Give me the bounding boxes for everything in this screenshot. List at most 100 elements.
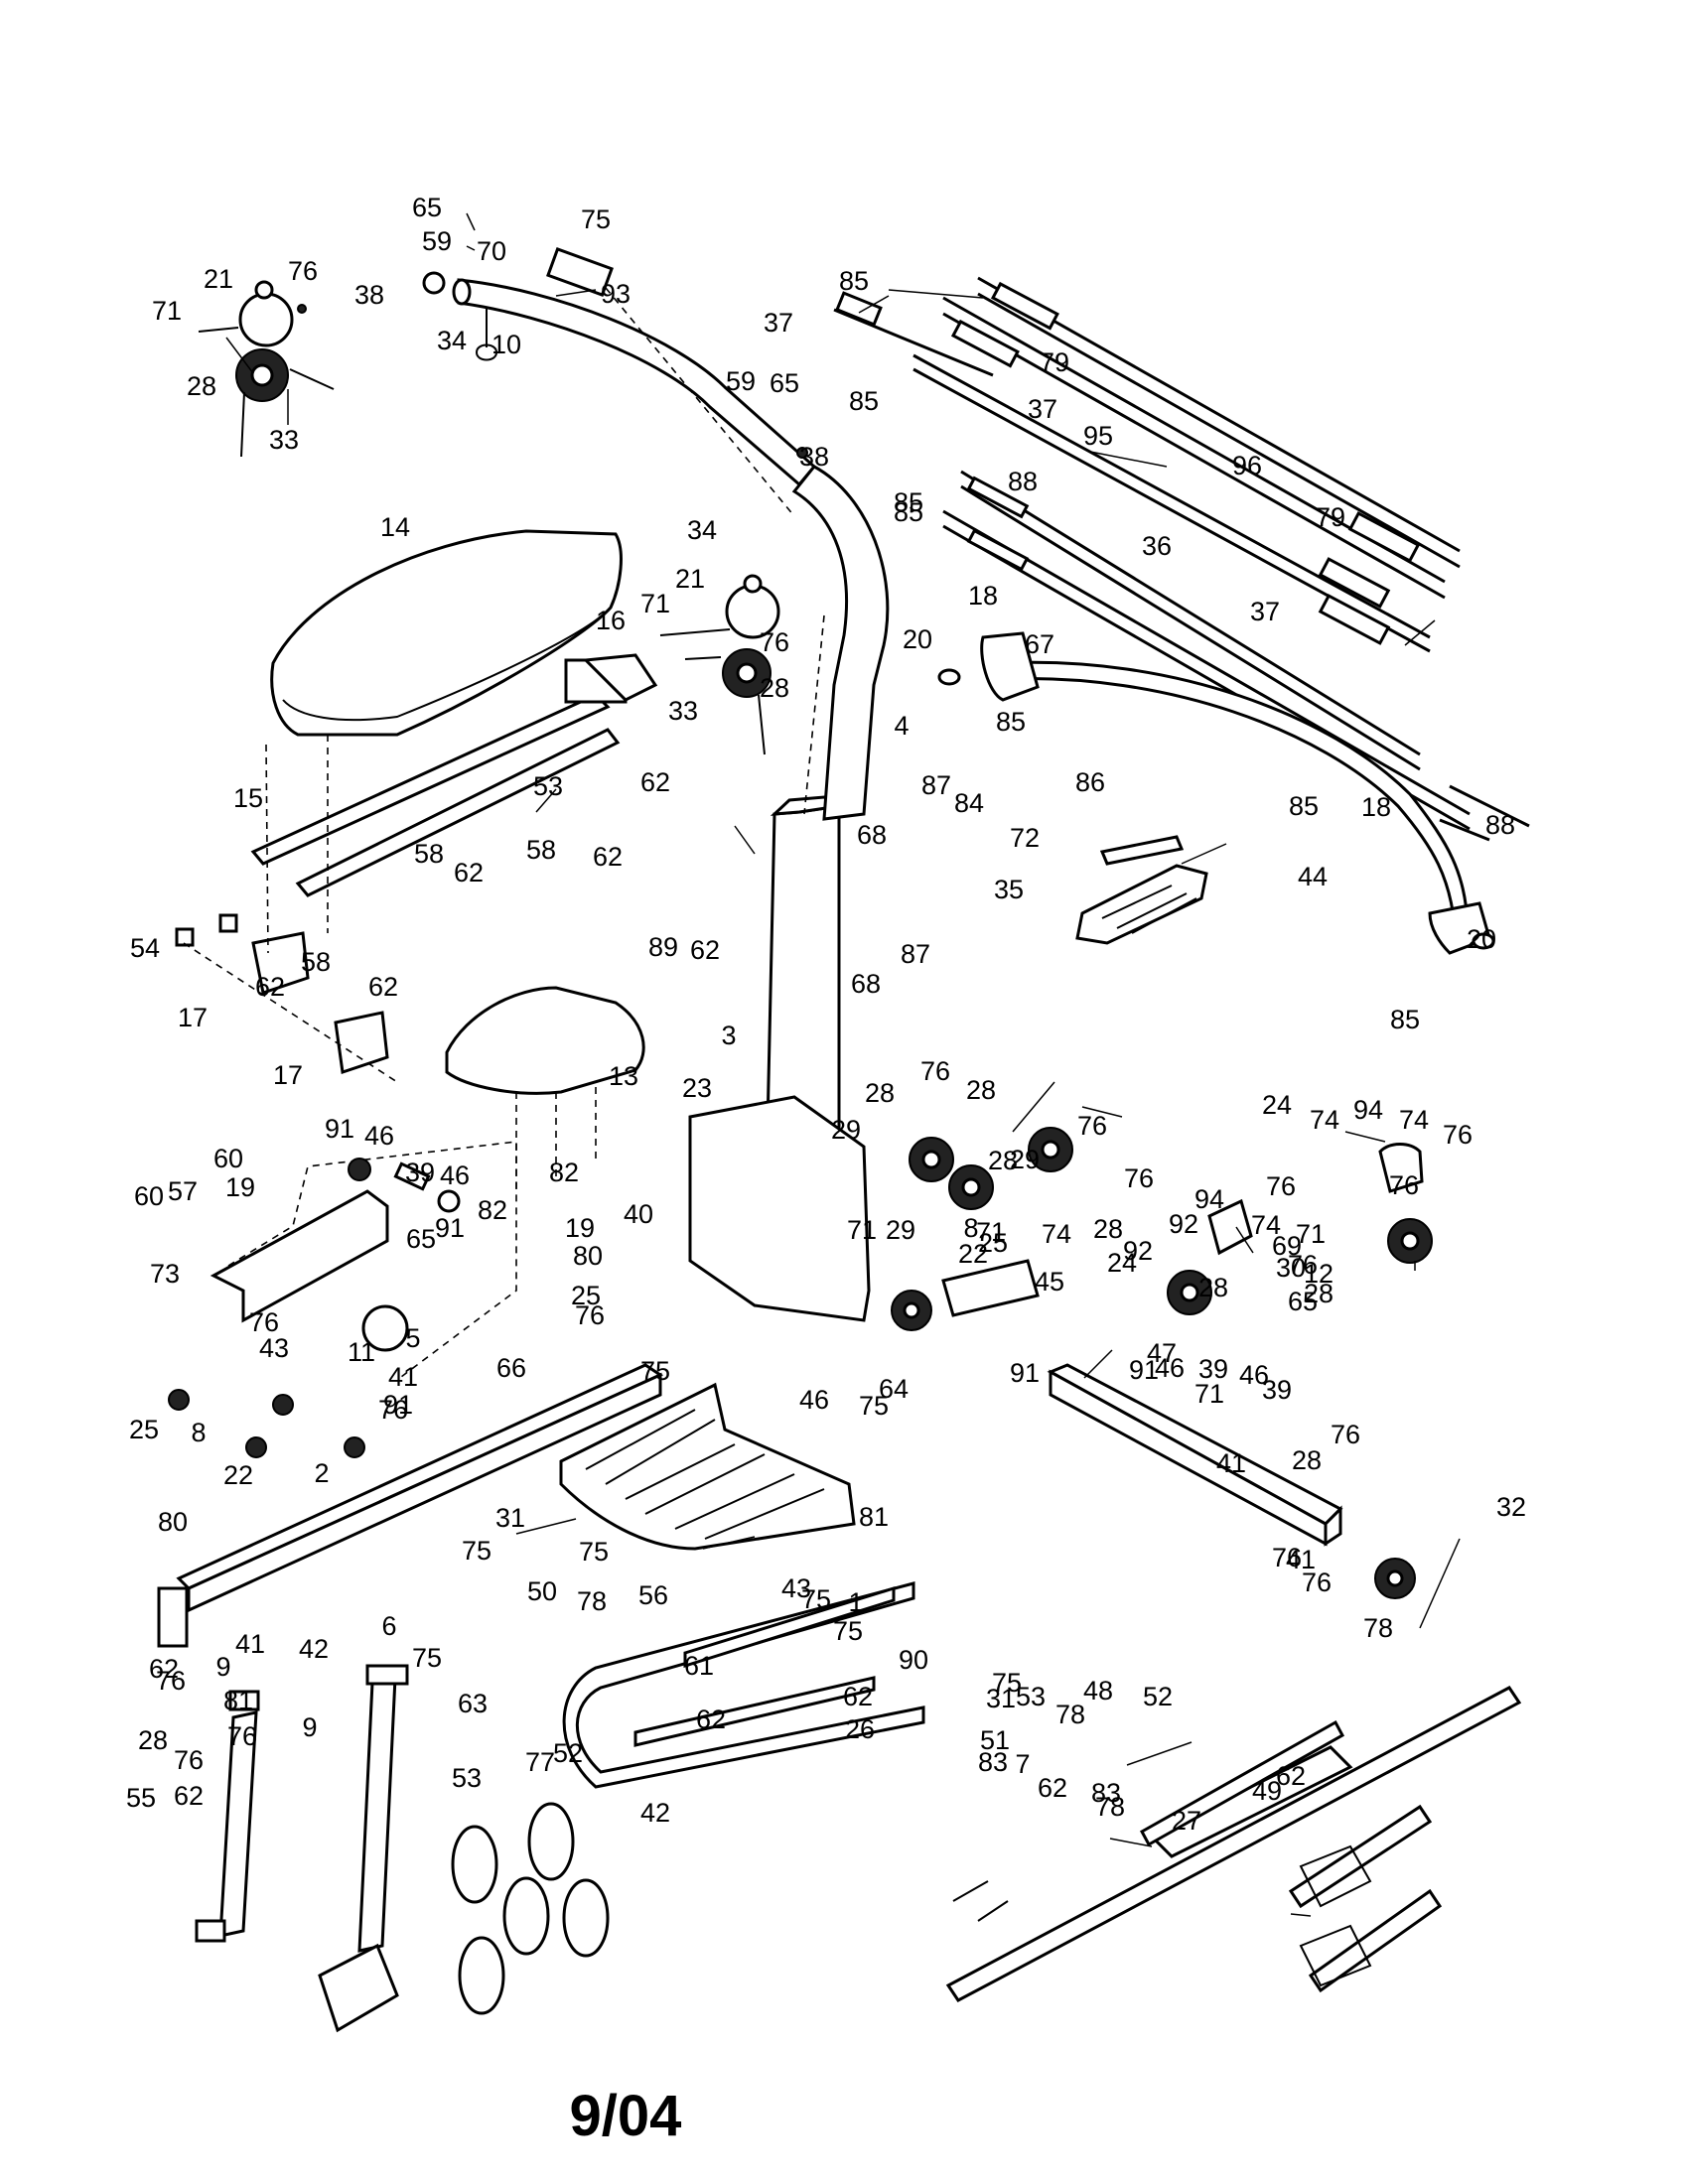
part-callout: 39 xyxy=(1198,1354,1228,1384)
part-callout: 62 xyxy=(843,1682,873,1711)
part-callout: 75 xyxy=(833,1616,863,1646)
part-callout: 1 xyxy=(848,1587,863,1617)
foam-rollers-26 xyxy=(451,1802,610,2015)
part-callout: 71 xyxy=(976,1217,1006,1247)
part-callout: 67 xyxy=(1025,629,1054,659)
part-callout: 28 xyxy=(1292,1445,1322,1475)
part-callout: 75 xyxy=(412,1643,442,1673)
part-callout: 29 xyxy=(886,1215,915,1245)
part-callout: 68 xyxy=(857,820,887,850)
part-callout: 60 xyxy=(134,1181,164,1211)
part-callout: 87 xyxy=(921,770,951,800)
part-callout: 91 xyxy=(435,1213,465,1243)
part-callout: 75 xyxy=(581,205,611,234)
part-callout: 46 xyxy=(799,1385,829,1415)
part-callout: 23 xyxy=(682,1073,712,1103)
part-callout: 25 xyxy=(978,1228,1008,1258)
part-callout: 77 xyxy=(525,1747,555,1777)
base-frame-1 xyxy=(562,1581,925,1789)
part-callout: 84 xyxy=(954,788,984,818)
part-callout: 46 xyxy=(364,1121,394,1151)
part-callout: 27 xyxy=(1172,1806,1201,1836)
part-callout: 88 xyxy=(1485,810,1515,840)
part-callout: 71 xyxy=(847,1215,877,1245)
part-callout: 91 xyxy=(1010,1358,1040,1388)
part-callout: 62 xyxy=(1276,1761,1306,1791)
part-callout: 82 xyxy=(549,1158,579,1187)
part-callout: 46 xyxy=(440,1160,470,1190)
part-callout: 6 xyxy=(381,1611,396,1641)
part-callout: 95 xyxy=(1083,421,1113,451)
part-callout: 71 xyxy=(640,589,670,618)
right-pulleys xyxy=(891,1127,1433,1599)
part-callout: 61 xyxy=(684,1651,714,1681)
part-callout: 21 xyxy=(675,564,705,594)
part-callout: 81 xyxy=(223,1686,253,1715)
part-callout: 3 xyxy=(721,1021,736,1050)
part-callout: 9 xyxy=(215,1652,230,1682)
part-callout: 58 xyxy=(526,835,556,865)
part-callout: 5 xyxy=(405,1323,420,1353)
part-callout: 41 xyxy=(1216,1448,1246,1478)
part-callout: 8 xyxy=(963,1213,978,1243)
part-callout: 42 xyxy=(640,1798,670,1828)
part-callout: 71 xyxy=(1296,1219,1326,1249)
part-callout: 90 xyxy=(899,1645,928,1675)
part-callout: 28 xyxy=(988,1146,1018,1175)
part-callout: 62 xyxy=(454,858,484,887)
part-callout: 22 xyxy=(223,1460,253,1490)
part-callout: 88 xyxy=(1008,467,1038,496)
part-callout: 75 xyxy=(992,1668,1022,1698)
part-callout: 32 xyxy=(1496,1492,1526,1522)
part-callout: 78 xyxy=(1363,1613,1393,1643)
part-callout: 25 xyxy=(571,1281,601,1310)
part-callout: 28 xyxy=(1304,1279,1333,1308)
part-callout: 76 xyxy=(1389,1170,1419,1200)
part-callout: 20 xyxy=(903,624,932,654)
part-callout: 66 xyxy=(496,1353,526,1383)
part-callout: 68 xyxy=(851,969,881,999)
part-callout: 76 xyxy=(288,256,318,286)
part-callout: 11 xyxy=(348,1337,375,1367)
part-callout: 86 xyxy=(1075,767,1105,797)
part-callout: 53 xyxy=(1016,1682,1046,1711)
part-callout: 30 xyxy=(1276,1253,1306,1283)
seat-pad-13 xyxy=(445,986,645,1191)
pulley-assembly-center xyxy=(659,574,780,755)
part-callout: 44 xyxy=(1298,862,1328,891)
part-callout: 14 xyxy=(380,512,410,542)
part-callout: 37 xyxy=(1028,394,1057,424)
part-callout: 76 xyxy=(1266,1171,1296,1201)
part-callout: 76 xyxy=(249,1307,279,1337)
part-callout: 46 xyxy=(1239,1360,1269,1390)
part-callout: 76 xyxy=(378,1395,408,1425)
part-callout: 17 xyxy=(178,1003,208,1032)
part-callout: 62 xyxy=(690,935,720,965)
part-callout: 21 xyxy=(204,264,233,294)
part-callout: 47 xyxy=(1147,1338,1177,1368)
part-callout: 59 xyxy=(422,226,452,256)
part-callout: 79 xyxy=(1040,347,1069,377)
part-callout: 85 xyxy=(1390,1005,1420,1034)
part-callout: 50 xyxy=(527,1576,557,1606)
part-callout: 76 xyxy=(1443,1120,1473,1150)
part-callout: 74 xyxy=(1310,1105,1339,1135)
part-callout: 60 xyxy=(213,1144,243,1173)
part-callout: 62 xyxy=(255,972,285,1002)
bench-pad-14 xyxy=(270,529,623,737)
part-callout: 53 xyxy=(452,1763,482,1793)
part-callout: 28 xyxy=(760,673,789,703)
part-callout: 45 xyxy=(1035,1267,1064,1297)
leader-lines xyxy=(225,212,1461,1917)
part-callout: 36 xyxy=(1142,531,1172,561)
part-callout: 85 xyxy=(894,487,923,517)
part-callout: 48 xyxy=(1083,1676,1113,1706)
part-callout: 58 xyxy=(301,947,331,977)
part-callout: 31 xyxy=(986,1684,1016,1713)
part-callout: 78 xyxy=(1095,1792,1125,1822)
part-callout: 31 xyxy=(495,1503,525,1533)
part-callout: 80 xyxy=(158,1507,188,1537)
part-callout: 49 xyxy=(1252,1776,1282,1806)
part-callout: 76 xyxy=(920,1056,950,1086)
part-callout: 82 xyxy=(478,1195,507,1225)
